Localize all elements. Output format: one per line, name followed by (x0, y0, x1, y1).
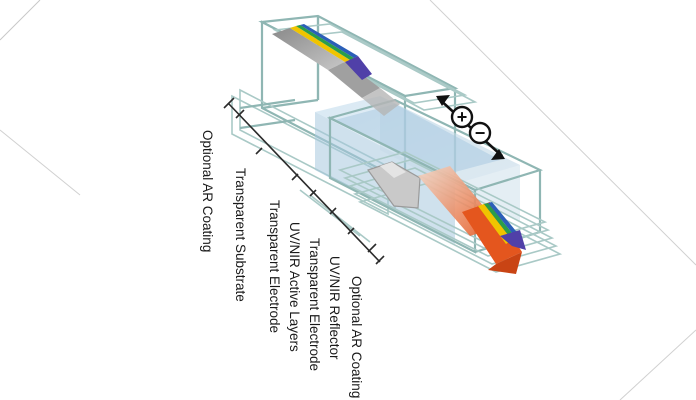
polarity-indicator: + − (436, 95, 505, 160)
label-optional-ar-coating-bottom: Optional AR Coating (349, 276, 364, 398)
negative-terminal-icon (468, 121, 492, 145)
label-transparent-substrate: Transparent Substrate (233, 168, 248, 302)
label-transparent-electrode-2: Transparent Electrode (307, 238, 322, 371)
label-optional-ar-coating-top: Optional AR Coating (200, 130, 215, 252)
negative-terminal-symbol: − (475, 123, 486, 143)
positive-terminal-symbol: + (457, 107, 468, 127)
front-layer-plates (299, 98, 563, 273)
positive-terminal-icon (450, 105, 474, 129)
label-uv-nir-reflector: UV/NIR Reflector (327, 256, 342, 360)
label-uv-nir-active-layers: UV/NIR Active Layers (287, 222, 302, 352)
label-transparent-electrode-1: Transparent Electrode (267, 200, 282, 333)
layer-labels: Optional AR Coating Transparent Substrat… (200, 130, 364, 398)
transmitted-light-beam (418, 166, 526, 274)
reflected-light-arrow (367, 161, 421, 209)
label-leader-lines (223, 97, 385, 265)
incident-light-beam (272, 24, 400, 116)
